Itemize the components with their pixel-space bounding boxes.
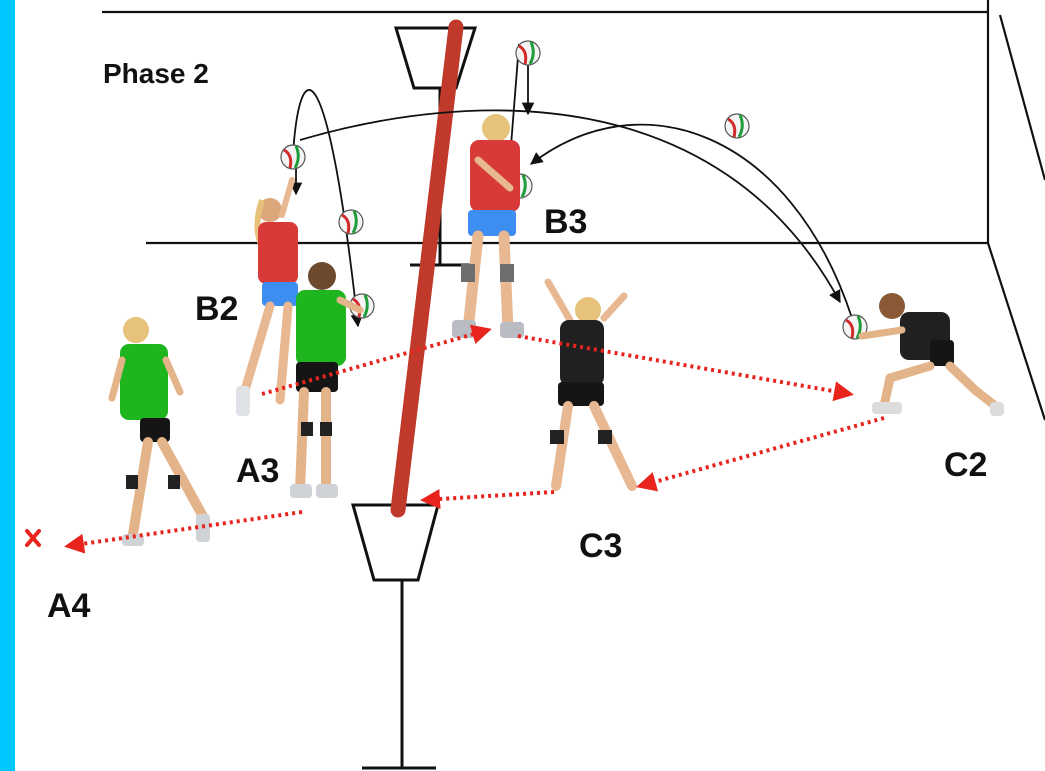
- movement-arrows: [64, 324, 885, 554]
- c2-shorts: [930, 340, 954, 366]
- player-label-c3: C3: [579, 527, 622, 565]
- player-label-c2: C2: [944, 446, 987, 484]
- player-b3-figure: [452, 114, 524, 338]
- player-label-a3: A3: [236, 452, 279, 490]
- target-x-icon: [25, 529, 41, 547]
- b3-shorts: [468, 210, 516, 236]
- b2-shorts: [262, 282, 298, 306]
- c3-shorts: [558, 382, 604, 406]
- volleyball-icon: [514, 39, 542, 67]
- ball-trajectories: [289, 43, 853, 328]
- player-label-a4: A4: [47, 587, 91, 625]
- player-a3-figure: [290, 262, 364, 498]
- right-boundary-lower: [986, 242, 1045, 421]
- b2-shirt: [258, 222, 298, 284]
- player-label-b3: B3: [544, 203, 587, 241]
- volleyball-icon: [279, 143, 307, 171]
- player-c2-figure: [858, 293, 1004, 416]
- phase-title: Phase 2: [103, 58, 209, 89]
- c3-shirt: [560, 320, 604, 386]
- volleyball-icon: [337, 208, 365, 236]
- right-boundary-upper: [998, 14, 1045, 181]
- player-c3-figure: [544, 278, 637, 491]
- player-b2-figure: [236, 177, 298, 416]
- player-label-b2: B2: [195, 290, 238, 328]
- sidebar-accent-bar: [0, 0, 15, 771]
- basket-icon: [351, 503, 440, 770]
- a4-shirt: [120, 344, 168, 420]
- pole: [390, 19, 464, 518]
- volleyball-icon: [723, 112, 751, 140]
- a4-shorts: [140, 418, 170, 442]
- a3-shirt: [296, 290, 346, 366]
- player-a4-figure: [108, 317, 210, 546]
